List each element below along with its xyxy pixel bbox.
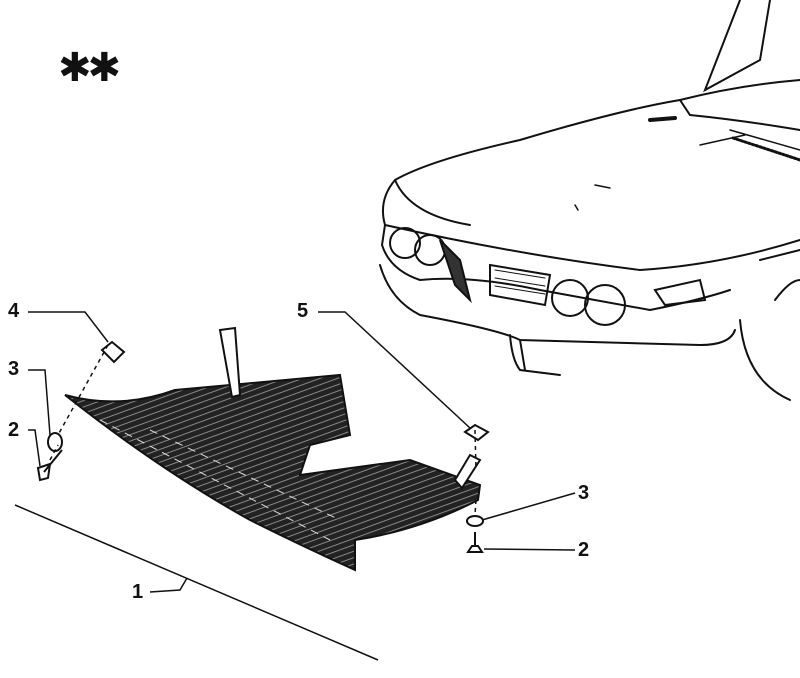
callout-5: 5	[297, 300, 309, 322]
washer-left-icon	[47, 432, 63, 452]
callout-3-left: 3	[8, 358, 20, 380]
callout-1: 1	[132, 581, 144, 603]
screw-left-icon	[36, 449, 63, 482]
asterisk-marker: ✱✱	[58, 45, 121, 91]
callout-2-left: 2	[8, 419, 20, 441]
callout-3-right: 3	[578, 482, 590, 504]
skid-plate-illustration	[64, 326, 482, 572]
car-front-illustration	[379, 0, 800, 401]
washer-right-icon	[466, 515, 484, 527]
hardware	[36, 340, 490, 553]
callout-2-right: 2	[578, 539, 590, 561]
callout-leaders	[14, 311, 576, 661]
screw-right-icon	[466, 532, 484, 553]
nut-right-icon	[463, 423, 490, 442]
callout-4: 4	[8, 300, 20, 322]
nut-left-icon	[100, 340, 126, 364]
